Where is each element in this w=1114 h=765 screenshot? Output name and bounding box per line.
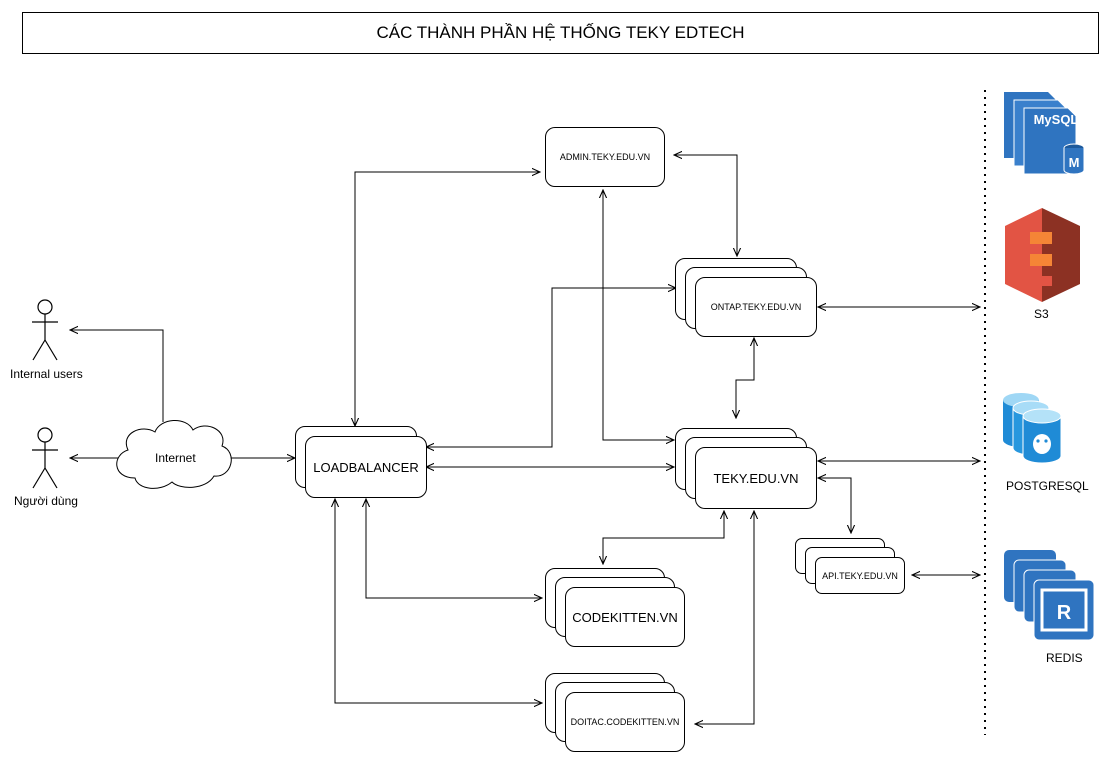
edge-teky-api — [818, 478, 851, 533]
admin-label: ADMIN.TEKY.EDU.VN — [559, 152, 651, 162]
s3-label: S3 — [1034, 307, 1049, 321]
ontap-label: ONTAP.TEKY.EDU.VN — [710, 302, 802, 312]
diagram-title: CÁC THÀNH PHẦN HỆ THỐNG TEKY EDTECH — [376, 23, 745, 42]
codekitten-node: CODEKITTEN.VN — [565, 587, 685, 647]
edge-lb-ontap — [426, 288, 676, 447]
edge-lb-admin — [355, 172, 540, 426]
internal-users-label: Internal users — [10, 367, 83, 381]
end-user-icon — [32, 427, 58, 489]
edge-admin-ontap — [674, 155, 737, 256]
edge-lb-codekitten — [366, 499, 542, 598]
redis-icon: R — [1004, 550, 1095, 641]
teky-label: TEKY.EDU.VN — [713, 470, 799, 486]
api-label: API.TEKY.EDU.VN — [822, 570, 898, 581]
codekitten-label: CODEKITTEN.VN — [572, 609, 678, 625]
ontap-node: ONTAP.TEKY.EDU.VN — [695, 277, 817, 337]
mysql-icon-letter: M — [1069, 155, 1080, 170]
edge-teky-doitac — [695, 511, 754, 724]
edge-teky-codekitten — [603, 511, 724, 564]
edge-internet-internal — [70, 330, 164, 422]
postgres-icon — [1003, 393, 1062, 464]
teky-node: TEKY.EDU.VN — [695, 447, 817, 509]
edge-admin-teky — [603, 190, 674, 440]
postgres-label: POSTGRESQL — [1006, 479, 1089, 493]
internet-cloud — [116, 420, 232, 489]
api-node: API.TEKY.EDU.VN — [815, 557, 905, 594]
edge-ontap-teky — [736, 338, 754, 418]
redis-icon-letter: R — [1057, 602, 1072, 624]
end-user-label: Người dùng — [14, 494, 78, 508]
doitac-node: DOITAC.CODEKITTEN.VN — [565, 692, 685, 752]
mysql-icon: MySQL M — [1004, 92, 1085, 175]
admin-node: ADMIN.TEKY.EDU.VN — [545, 127, 665, 187]
edge-lb-doitac — [335, 499, 542, 703]
s3-icon — [1005, 208, 1080, 302]
doitac-label: DOITAC.CODEKITTEN.VN — [570, 717, 680, 727]
internal-user-icon — [32, 299, 58, 361]
internet-label: Internet — [155, 451, 196, 465]
mysql-icon-text: MySQL — [1034, 112, 1079, 127]
loadbalancer-label: LOADBALANCER — [313, 459, 419, 475]
redis-label: REDIS — [1046, 651, 1083, 665]
diagram-title-box: CÁC THÀNH PHẦN HỆ THỐNG TEKY EDTECH — [22, 12, 1099, 54]
loadbalancer-node: LOADBALANCER — [305, 436, 427, 498]
